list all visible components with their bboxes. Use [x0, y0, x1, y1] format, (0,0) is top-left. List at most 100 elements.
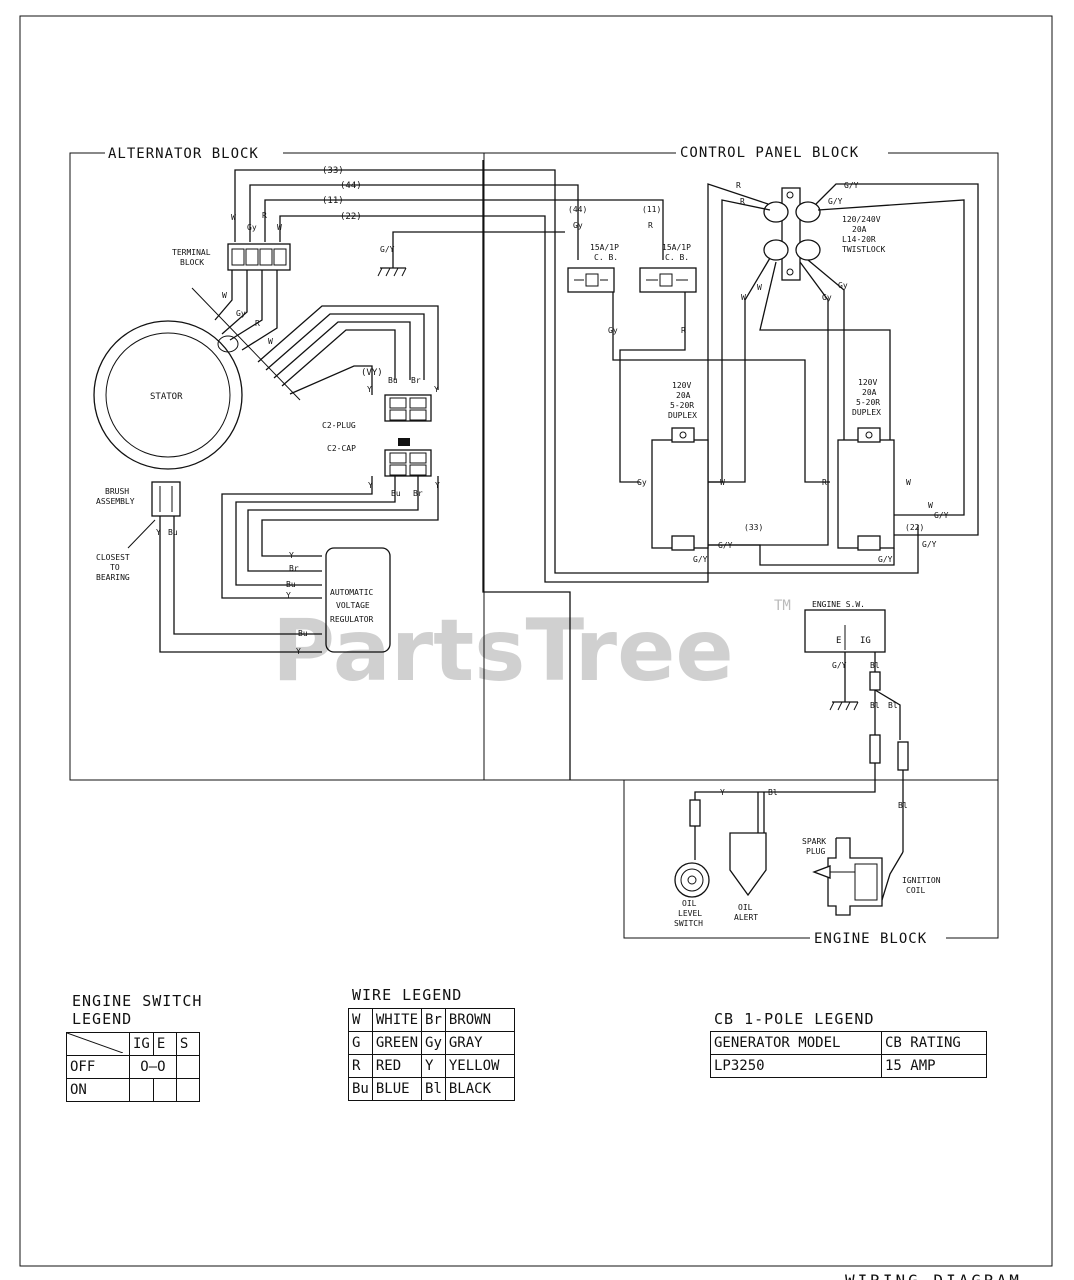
spark-plug-label-2: PLUG [806, 847, 825, 856]
duplex-right-tag-w2: W [928, 501, 933, 510]
duplex-left-label-4: DUPLEX [668, 411, 697, 420]
wire-tag-w: W [231, 213, 236, 222]
cb-legend-model: LP3250 [710, 1054, 882, 1078]
wire-legend-color: BLUE [371, 1077, 423, 1101]
twist-tag-gy1: G/Y [844, 181, 859, 190]
watermark-tm: TM [774, 598, 791, 614]
oil-switch-label-3: SWITCH [674, 919, 703, 928]
circuit-breaker-left: 15A/1P C. B. (44) Gy Gy [567, 205, 830, 483]
engine-switch-on-ig [129, 1078, 154, 1102]
ground-tag-gy: G/Y [380, 245, 395, 254]
cb-right-label-2: C. B. [665, 253, 689, 262]
automatic-voltage-regulator: AUTOMATIC VOLTAGE REGULATOR [325, 547, 391, 653]
stator-bundle: (VY) Y Bu Br Y [257, 305, 439, 395]
wire-legend-code: Bu [348, 1077, 373, 1101]
twist-tag-r1: R [736, 181, 741, 190]
table-row: ON [66, 1078, 200, 1102]
wire-legend-color: RED [371, 1054, 423, 1078]
duplex-left-tag-gy: Gy [637, 478, 647, 487]
c2-tag-br: Br [411, 376, 421, 385]
brush-tag-y: Y [156, 528, 161, 537]
wire-vy-label: (VY) [361, 368, 383, 378]
wire-44-label: (44) [340, 181, 362, 191]
avr-label-1: AUTOMATIC [330, 588, 374, 597]
avr-wiring: Y Br Bu Y [221, 476, 439, 600]
wire-legend-color: GREEN [371, 1031, 423, 1055]
watermark-text: PartsTree [272, 601, 734, 701]
cb-legend-header-model: GENERATOR MODEL [710, 1031, 882, 1055]
terminal-block: TERMINAL BLOCK [172, 243, 291, 271]
diagonal-line [66, 1032, 123, 1053]
cap-tag-bu: Bu [391, 489, 401, 498]
wire-legend-code: G [348, 1031, 373, 1055]
engine-switch-legend-table: IG E S OFF O—O ON [66, 1032, 200, 1102]
twistlock-label-1: 120/240V [842, 215, 881, 224]
wire-22-label: (22) [340, 212, 362, 222]
avr-tag-br: Br [289, 564, 299, 573]
cb-right-tag-r: R [648, 221, 653, 230]
twist-tag-gy2: G/Y [828, 197, 843, 206]
wire-legend-code: Br [421, 1008, 446, 1032]
twistlock-label-4: TWISTLOCK [842, 245, 886, 254]
circuit-breaker-right: 15A/1P C. B. (11) R R [619, 205, 697, 483]
wire-legend-table: W WHITE Br BROWN G GREEN Gy GRAY R RED Y… [348, 1008, 515, 1101]
duplex-right-label-3: 5-20R [856, 398, 880, 407]
engine-switch-legend-title-1: ENGINE SWITCH [72, 992, 203, 1010]
control-panel-block-title: CONTROL PANEL BLOCK [680, 145, 859, 161]
oil-switch-label-1: OIL [682, 899, 697, 908]
wire-legend-code: Bl [421, 1077, 446, 1101]
engine-switch-row-on: ON [66, 1078, 130, 1102]
duplex-left-wire-33: (33) [744, 523, 763, 532]
page-frame [19, 15, 1053, 1267]
cb-left-label-1: 15A/1P [590, 243, 619, 252]
engine-switch-legend-title: ENGINE SWITCH LEGEND [72, 992, 202, 1028]
engine-switch-ig: IG [860, 636, 871, 646]
duplex-left-tag-gy3: G/Y [693, 555, 708, 564]
stator-label: STATOR [150, 392, 183, 402]
c2-cap: C2-CAP Y Bu Br Y [327, 444, 440, 498]
engine-switch: ENGINE S.W. E IG G/Y Bl Bl Bl Y Bl Bl [694, 600, 909, 852]
wire-legend-code: Y [421, 1054, 446, 1078]
duplex-right-label-2: 20A [862, 388, 877, 397]
c2-tag-y: Y [367, 385, 372, 394]
duplex-right-tag-gy: G/Y [934, 511, 949, 520]
engine-sw-tag-bl: Bl [870, 661, 880, 670]
neutral-bus [482, 160, 571, 780]
engine-tag-bl: Bl [768, 788, 778, 797]
oil-level-switch: OIL LEVEL SWITCH [674, 799, 710, 928]
engine-switch-row-off: OFF [66, 1055, 130, 1079]
wire-tag-w2: W [277, 223, 282, 232]
brush-tag-bu: Bu [168, 528, 178, 537]
avr-label-3: REGULATOR [330, 615, 374, 624]
duplex-left-label-3: 5-20R [670, 401, 694, 410]
brush-label-1: BRUSH [105, 487, 129, 496]
cb-left-tag-gy2: Gy [608, 326, 618, 335]
watermark: PartsTree TM [272, 598, 791, 701]
ground-symbol-alternator: G/Y [377, 231, 565, 277]
cb-legend-rating: 15 AMP [881, 1054, 987, 1078]
duplex-right-tag-w: W [906, 478, 911, 487]
cb-right-wire-11: (11) [642, 205, 661, 214]
table-row: W WHITE Br BROWN [348, 1008, 515, 1032]
wire-33-label: (33) [322, 166, 344, 176]
oil-alert: OIL ALERT [729, 792, 767, 922]
engine-sw-tag-gy: G/Y [832, 661, 847, 670]
avr-tag-y: Y [289, 551, 294, 560]
twist-tag-w2: W [757, 283, 762, 292]
brush-avr-tag-y: Y [296, 647, 301, 656]
brush-label-2: ASSEMBLY [96, 497, 135, 506]
duplex-right-wire-22: (22) [905, 523, 924, 532]
closest-label-3: BEARING [96, 573, 130, 582]
engine-tag-y: Y [720, 788, 725, 797]
duplex-right-tag-gy2: G/Y [922, 540, 937, 549]
c2-plug-label: C2-PLUG [322, 421, 356, 430]
engine-block-title: ENGINE BLOCK [814, 931, 927, 947]
c2-tag-y2: Y [434, 385, 439, 394]
terminal-block-label-2: BLOCK [180, 258, 204, 267]
oil-switch-label-2: LEVEL [678, 909, 702, 918]
duplex-right-tag-r: R [822, 478, 827, 487]
cap-tag-y: Y [368, 481, 373, 490]
engine-switch-label: ENGINE S.W. [812, 600, 865, 609]
cb-legend-title: CB 1-POLE LEGEND [714, 1010, 875, 1028]
duplex-left-label-1: 120V [672, 381, 691, 390]
